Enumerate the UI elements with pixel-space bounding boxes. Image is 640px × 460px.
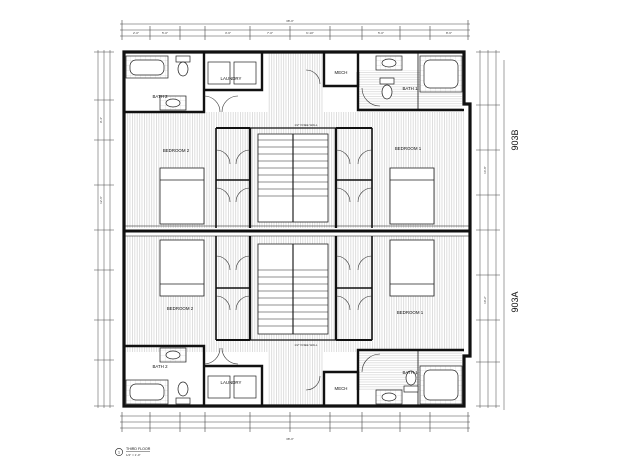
dim-seg-c: 3'-6" [225,31,231,35]
dim-side-b: 12'-6" [99,196,103,204]
room-label-bedroom-1-top: BEDROOM 1 [395,146,422,151]
door-swings [203,69,381,391]
unit-label-upper: 903B [510,129,520,150]
dim-seg-e: 6'-10" [306,31,314,35]
room-label-bath-1-top: BATH 1 [402,86,418,91]
unit-label-lower: 903A [510,291,520,312]
dim-side-d: 10'-2" [483,296,487,304]
laundry-bottom-appliances [207,375,257,399]
beds [159,167,435,297]
room-label-laundry-bottom: LAUNDRY [221,380,242,385]
bath-2-top-fixtures [125,55,191,111]
dim-bottom-overall: 38'-0" [286,437,294,441]
note-knee-wall-top: 1/2" KNEE WALL [294,123,317,127]
bath-1-bottom-fixtures [375,365,463,405]
stairs-bottom [257,243,329,335]
bath-1-top-fixtures [375,55,463,100]
caption-scale: 1/4" = 1'-0" [126,453,141,457]
room-label-bath-2-top: BATH 2 [152,94,168,99]
room-label-bath-1-bottom: BATH 1 [402,370,418,375]
dim-seg-f: 5'-0" [378,31,384,35]
room-label-bedroom-2-bottom: BEDROOM 2 [167,306,194,311]
bath-2-bottom-fixtures [125,347,191,405]
dim-seg-g: 8'-6" [446,31,452,35]
note-knee-wall-bottom: 1/2" KNEE WALL [294,343,317,347]
dim-top-overall: 38'-0" [286,19,294,23]
caption-title: THIRD FLOOR [126,447,151,451]
room-label-laundry-top: LAUNDRY [221,76,242,81]
room-label-mech-top: MECH [335,70,348,75]
dim-seg-d: 7'-0" [267,31,273,35]
drawing-caption: 1 THIRD FLOOR 1/4" = 1'-0" [115,447,151,457]
room-label-mech-bottom: MECH [335,386,348,391]
dim-seg-b: 5'-0" [162,31,168,35]
dim-side-c: 14'-8" [483,166,487,174]
room-label-bedroom-1-bottom: BEDROOM 1 [397,310,424,315]
room-label-bedroom-2-top: BEDROOM 2 [163,148,190,153]
closet-walls [216,179,372,289]
dimension-lines [97,23,505,429]
laundry-top-appliances [207,61,257,85]
caption-number: 1 [118,450,120,454]
room-label-bath-2-bottom: BATH 2 [152,364,168,369]
dim-side-a: 9'-4" [99,117,103,123]
dim-seg-a: 2'-0" [133,31,139,35]
dimension-ticks [94,20,500,432]
stairs-top [257,133,329,223]
